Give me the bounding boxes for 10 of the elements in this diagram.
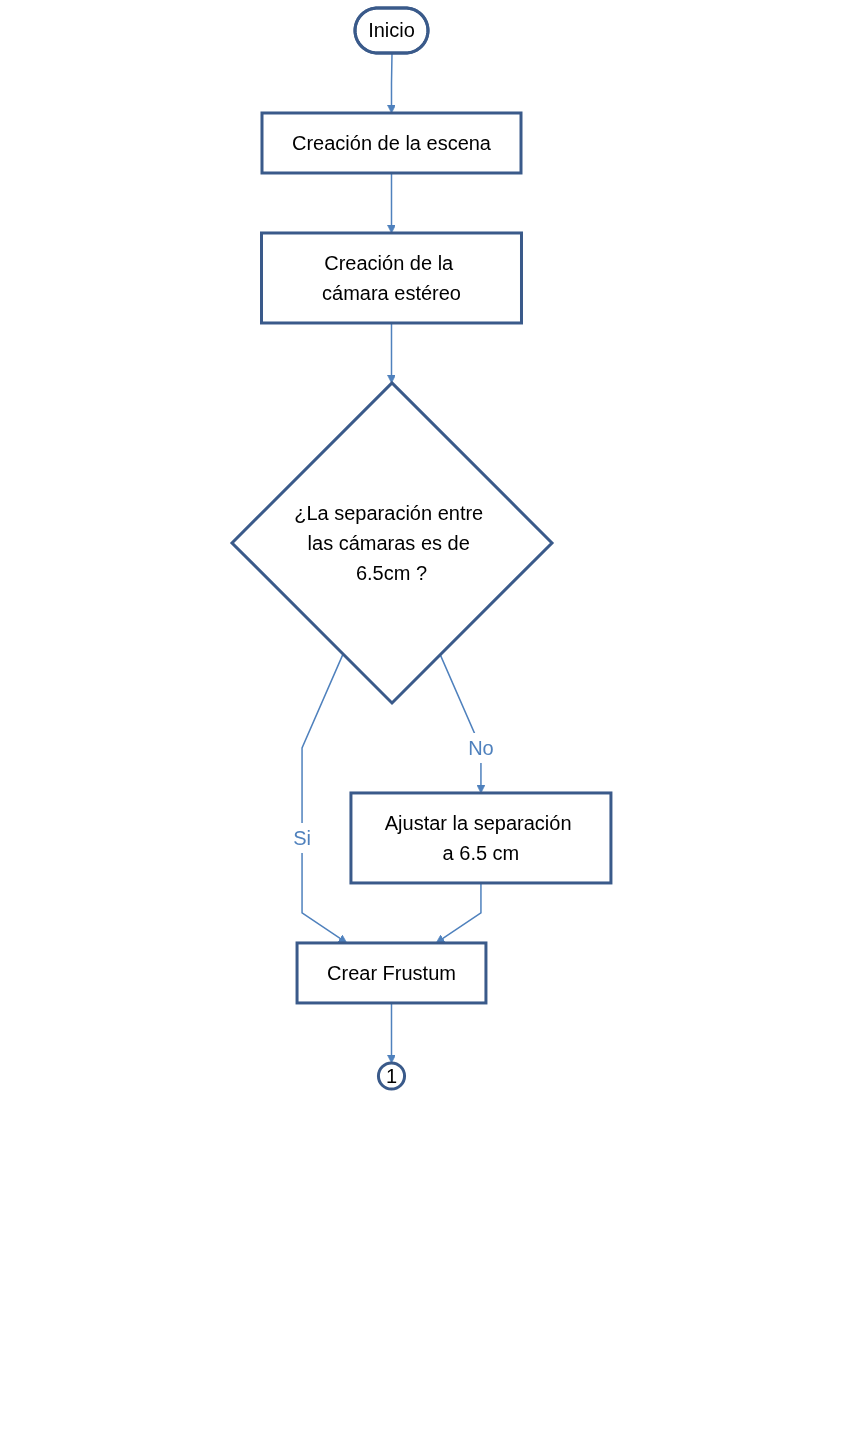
edge-label: Si [292, 826, 311, 849]
node-box: Creación de la escena [260, 111, 523, 175]
node-circle: 1 [376, 1061, 406, 1091]
node-box: Creación de la cámara estéreo [259, 231, 523, 325]
arrow [386, 1002, 396, 1064]
node-box: Ajustar la separación a 6.5 cm [349, 791, 612, 885]
node-diamond: ¿La separación entre las cámaras es de 6.5cm ? [229, 380, 554, 706]
edge-label: No [467, 736, 494, 759]
node-box: Crear Frustum [295, 941, 487, 1005]
arrow [386, 322, 396, 384]
